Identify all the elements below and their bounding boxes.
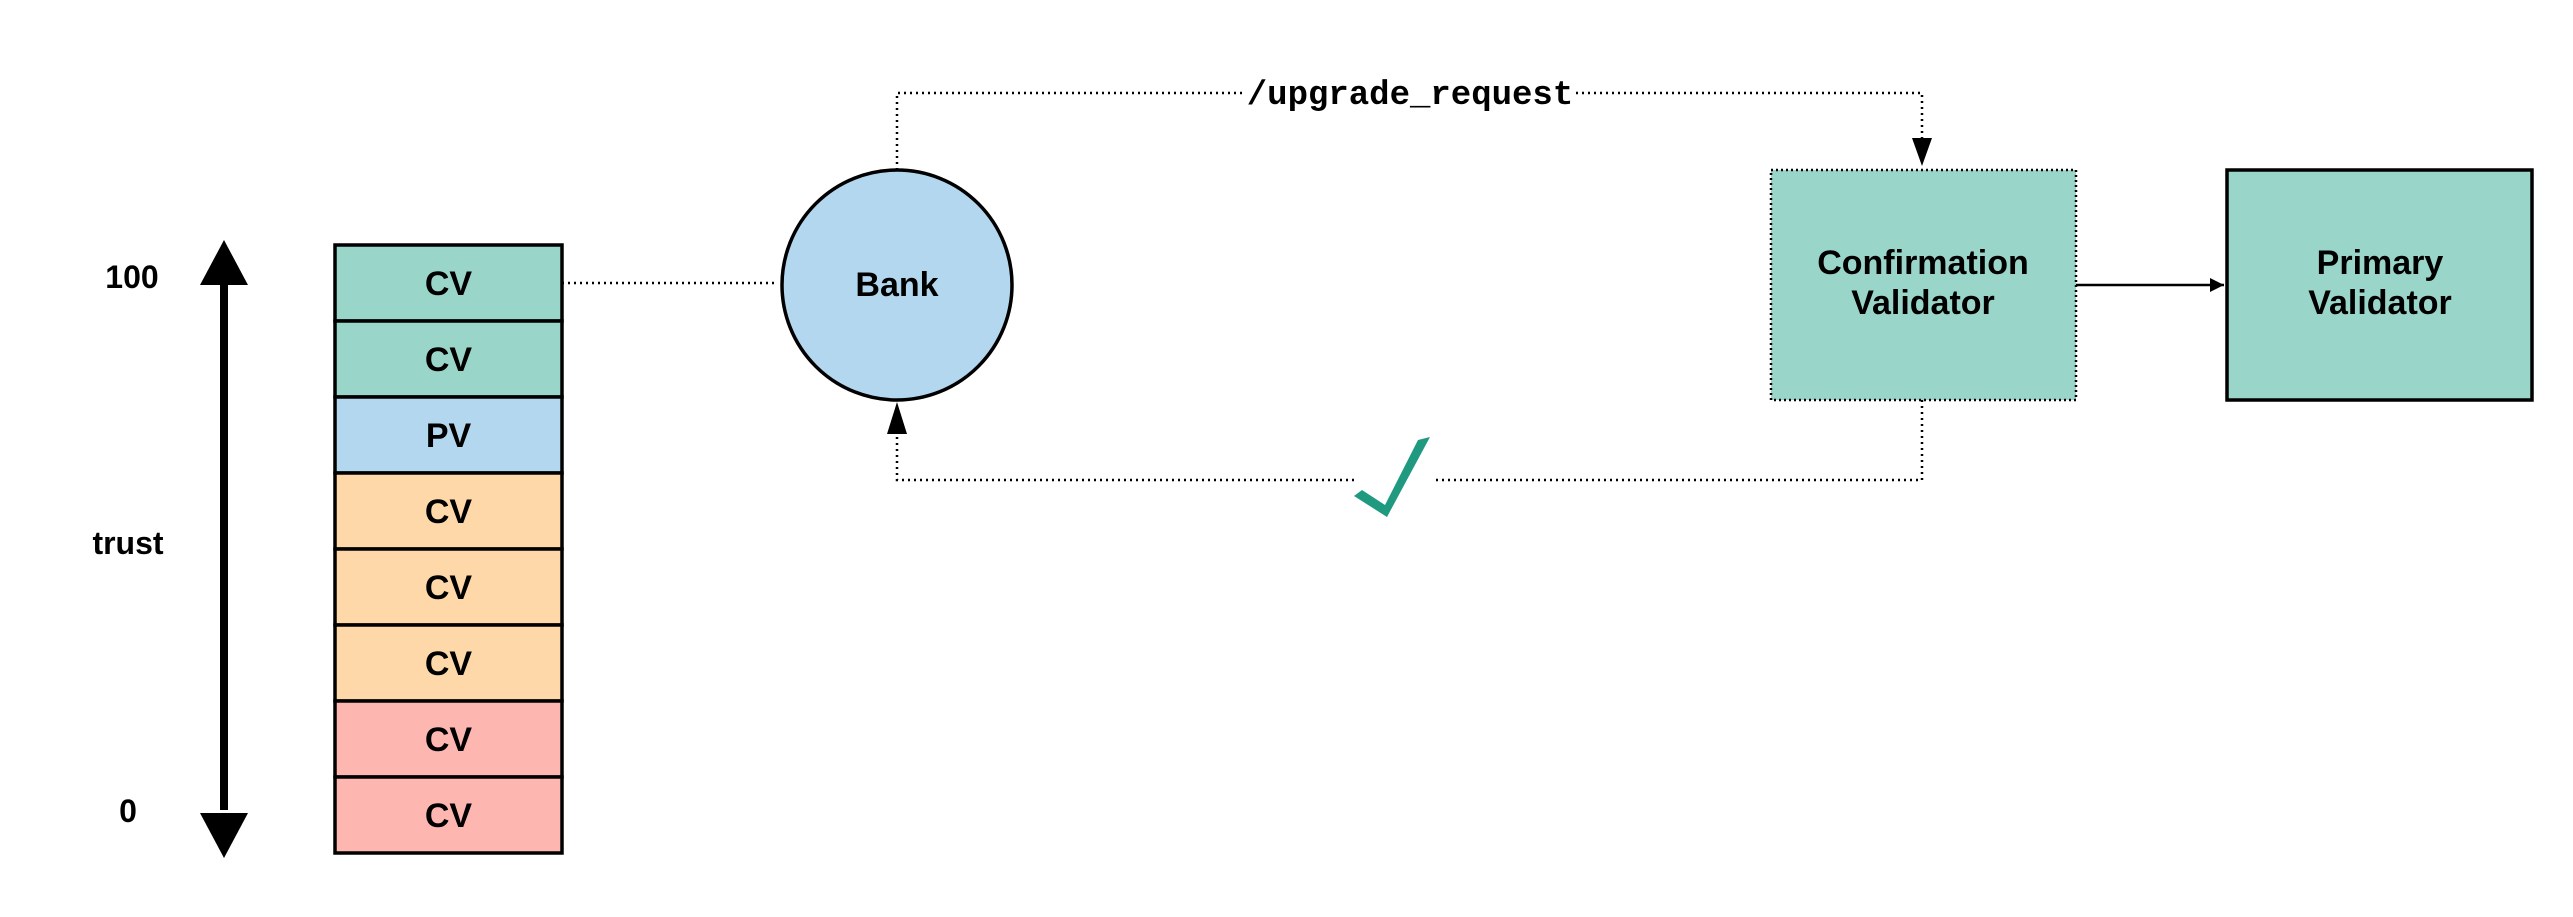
stack-row-8-box	[333, 775, 564, 855]
stack-row-4-label: CV	[425, 493, 473, 531]
stack-row-6-box	[333, 623, 564, 703]
primary-validator-label-line1: Primary	[2317, 244, 2444, 282]
check-icon	[1354, 437, 1430, 517]
bank-label: Bank	[855, 266, 938, 304]
stack-row-1-label: CV	[425, 265, 473, 303]
confirmation-validator-node: Confirmation Validator	[1769, 168, 2078, 402]
stack-row-5-box	[333, 547, 564, 627]
confirmation-validator-label-line1: Confirmation	[1817, 244, 2029, 282]
upgrade-request-connector: /upgrade_request	[895, 70, 1932, 170]
trust-axis-up-arrow-icon	[200, 240, 248, 285]
trust-min-label: 0	[119, 793, 137, 829]
primary-validator-label-line2: Validator	[2308, 284, 2452, 322]
stack-row-2-box	[333, 319, 564, 399]
stack-row-8-label: CV	[425, 797, 473, 835]
primary-validator-node: Primary Validator	[2225, 168, 2534, 402]
upgrade-request-arrow-icon	[1912, 138, 1932, 166]
trust-axis-label: trust	[92, 525, 163, 561]
primary-validator-box	[2225, 168, 2534, 402]
trust-scale: 100 trust 0	[92, 240, 248, 858]
stack-row-5-label: CV	[425, 569, 473, 607]
trust-axis-down-arrow-icon	[200, 813, 248, 858]
bank-node: Bank	[780, 168, 1014, 402]
trust-max-label: 100	[105, 259, 158, 295]
stack-row-7-label: CV	[425, 721, 473, 759]
validator-stack: CV CV PV CV CV CV CV CV	[333, 243, 564, 855]
confirmation-validator-label-line2: Validator	[1851, 284, 1995, 322]
stack-row-2-label: CV	[425, 341, 473, 379]
upgrade-request-label-bg	[1245, 70, 1575, 114]
stack-row-7-box	[333, 699, 564, 779]
stack-row-6-label: CV	[425, 645, 473, 683]
response-arrow-icon	[887, 402, 907, 434]
upgrade-request-label: /upgrade_request	[1247, 77, 1573, 115]
response-path	[895, 400, 1924, 482]
stack-row-3-label: PV	[426, 417, 472, 455]
response-connector	[887, 400, 1924, 532]
